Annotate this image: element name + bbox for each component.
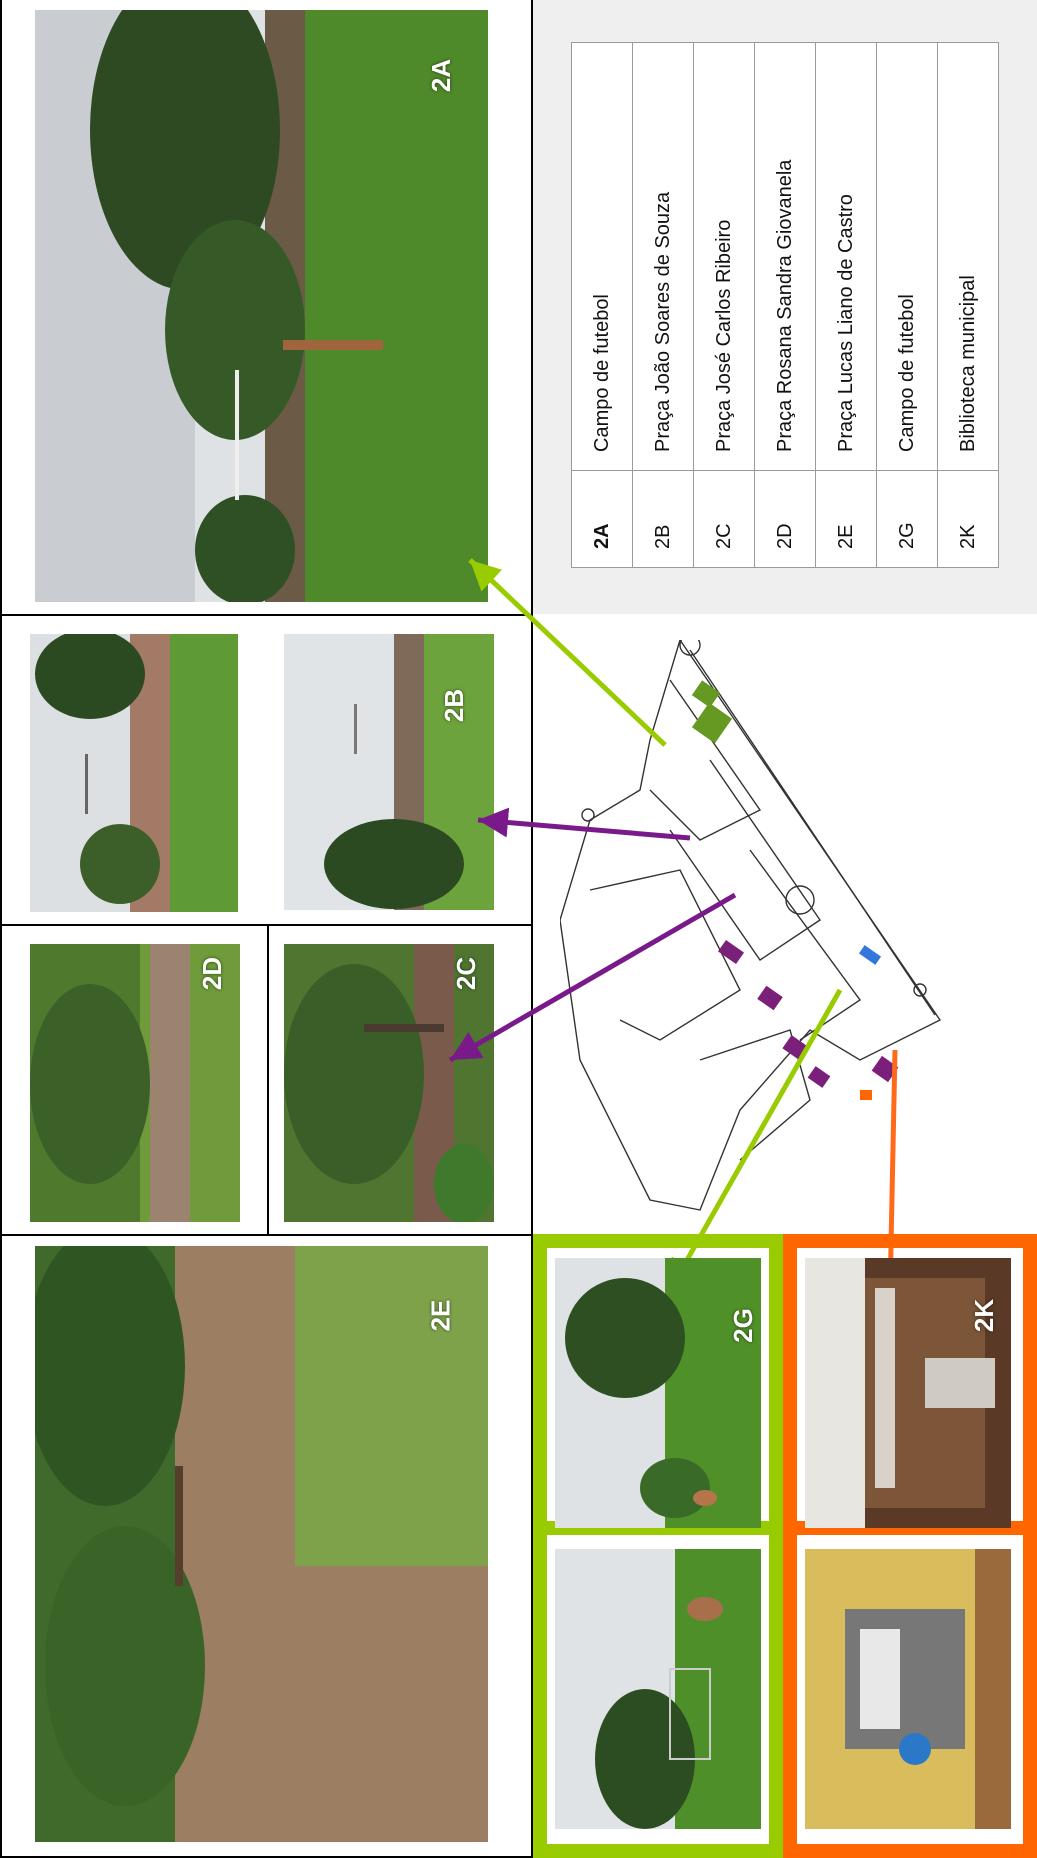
legend-name: Campo de futebol [571,42,633,471]
photo-2g-field [555,1549,761,1829]
legend-code: 2D [754,470,816,568]
photo-label-2g: 2G [727,1308,758,1343]
legend-name: Campo de futebol [876,42,938,471]
frame-divider-2a [0,614,533,616]
map-marker-2a [691,680,721,708]
frame-2g-right [533,1234,783,1535]
site-map [559,634,990,1220]
legend-name: Praça Rosana Sandra Giovanela [754,42,816,471]
map-marker-2g [691,702,733,744]
legend-code: 2G [876,470,938,568]
photo-label-2e: 2E [425,1299,456,1332]
photo-2k-interior [805,1258,1011,1528]
map-marker-2e [807,1066,831,1088]
frame-left-border [0,0,2,1858]
frame-2k-left [783,1535,1037,1858]
frame-bottom-border [0,1856,533,1858]
photo-label-2c: 2C [451,956,482,991]
frame-divider-2bd [0,924,533,926]
photo-label-2d: 2D [197,956,228,991]
frame-divider-2b-col [267,924,269,1234]
legend-name: Praça José Carlos Ribeiro [693,42,755,471]
legend-name: Praça João Soares de Souza [632,42,694,471]
photo-2b-bottom [284,634,494,910]
legend-code: 2A [571,470,633,568]
map-streets [559,634,942,1211]
legend-code: 2B [632,470,694,568]
legend-name: Biblioteca municipal [937,42,999,471]
frame-2g-left [533,1535,783,1858]
photo-2k-exterior [805,1549,1011,1829]
map-marker-2c [757,985,783,1011]
photo-2g-goal [555,1258,761,1528]
map-marker-2k [871,1055,899,1083]
legend-name: Praça Lucas Liano de Castro [815,42,877,471]
map-marker-blue [858,945,882,965]
map-marker-2b [717,939,745,965]
photo-2b-top [30,634,238,912]
photo-2e [35,1246,488,1842]
legend-code: 2K [937,470,999,568]
legend-code: 2E [815,470,877,568]
frame-divider-2dc [0,1234,533,1236]
map-marker-orange [860,1090,872,1100]
photo-2a [35,10,488,602]
photo-label-2a: 2A [426,58,457,93]
photo-2d [30,944,240,1222]
photo-label-2k: 2K [969,1298,1000,1333]
frame-2k-right [783,1234,1037,1535]
legend-code: 2C [693,470,755,568]
photo-label-2b: 2B [439,688,470,723]
